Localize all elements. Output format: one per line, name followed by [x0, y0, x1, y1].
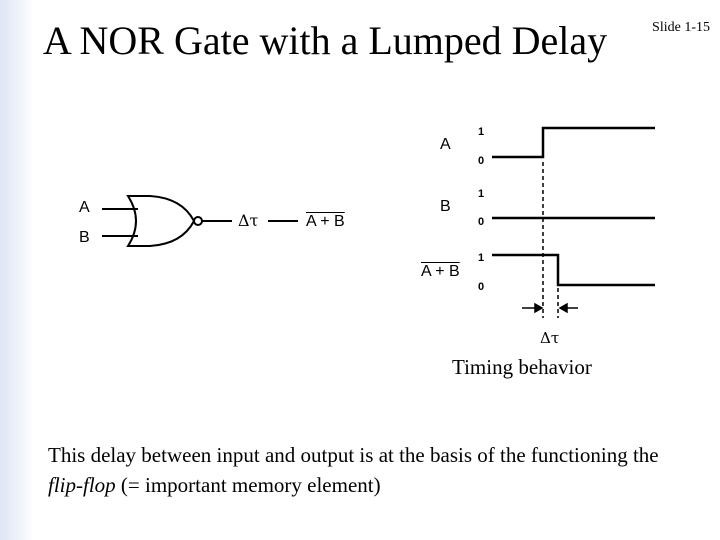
gate-input-a-label: A	[79, 199, 90, 216]
gate-input-b-label: B	[79, 229, 90, 246]
delay-arrow-left-head	[534, 302, 544, 314]
left-gradient-strip	[0, 0, 34, 540]
timing-b-high-label: 1	[478, 188, 485, 200]
timing-a-low-label: 0	[478, 155, 485, 167]
timing-delay-label: Δτ	[540, 329, 560, 347]
slide-title: A NOR Gate with a Lumped Delay	[42, 18, 608, 63]
body-paragraph: This delay between input and output is a…	[48, 440, 668, 500]
body-text-start: This delay between input and output is a…	[48, 443, 659, 467]
timing-a-high-label: 1	[478, 126, 485, 138]
timing-signal-a-label: A	[440, 136, 451, 153]
timing-signal-output-label: A + B	[421, 263, 460, 280]
timing-signal-b-label: B	[440, 198, 451, 215]
body-emphasis: flip-flop	[48, 473, 116, 497]
timing-caption: Timing behavior	[452, 355, 592, 379]
timing-output-low-label: 0	[478, 281, 485, 293]
gate-delay-symbol: Δτ	[238, 211, 259, 230]
waveform-a	[492, 126, 655, 159]
nor-gate-bubble	[193, 216, 203, 226]
timing-b-low-label: 0	[478, 216, 485, 228]
body-text-end: (= important memory element)	[115, 473, 381, 497]
slide-number: Slide 1-15	[652, 20, 710, 35]
nor-gate-body	[126, 195, 196, 247]
timing-output-high-label: 1	[478, 252, 485, 264]
gate-output-label: A + B	[306, 213, 345, 230]
delay-arrow-right-head	[558, 302, 568, 314]
waveform-output	[492, 253, 655, 287]
